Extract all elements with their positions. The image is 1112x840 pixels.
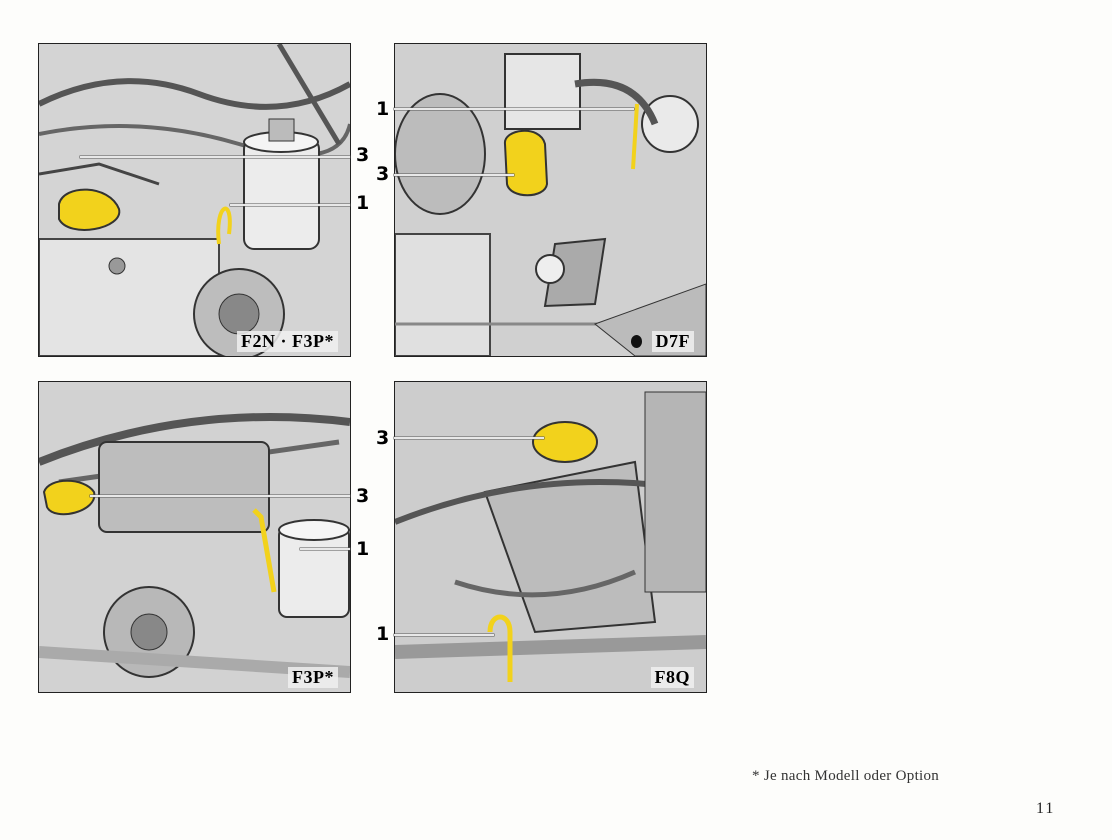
engine-illustration-f2n-f3p: F2N · F3P* [38,43,351,357]
engine-label: F2N · F3P* [237,331,338,352]
engine-label: F8Q [651,667,695,688]
engine-label: F3P* [288,667,338,688]
callout-number: 3 [376,429,389,448]
callout-number: 1 [356,194,369,213]
engine-drawing [39,44,350,356]
engine-drawing [395,382,706,692]
callout-leader [394,174,514,176]
callout-number: 3 [376,165,389,184]
callout-number: 1 [376,100,389,119]
callout-number: 1 [356,540,369,559]
engine-drawing [395,44,706,356]
oval-marker [631,335,642,348]
callout-leader [394,108,634,110]
reservoir-cap-highlight [533,422,597,462]
engine-illustration-f3p: F3P* [38,381,351,693]
callout-leader [230,204,350,206]
reservoir-cap-highlight [505,131,547,195]
engine-drawing [39,382,350,692]
callout-leader [300,548,350,550]
callout-leader [394,437,544,439]
callout-number: 1 [376,625,389,644]
engine-illustration-f8q: F8Q [394,381,707,693]
page-number: 11 [1036,800,1055,818]
engine-illustration-d7f: D7F [394,43,707,357]
callout-number: 3 [356,487,369,506]
callout-leader [90,495,350,497]
engine-label: D7F [652,331,695,352]
callout-number: 3 [356,146,369,165]
callout-leader [80,156,350,158]
callout-leader [394,634,494,636]
footnote: * Je nach Modell oder Option [752,768,939,785]
